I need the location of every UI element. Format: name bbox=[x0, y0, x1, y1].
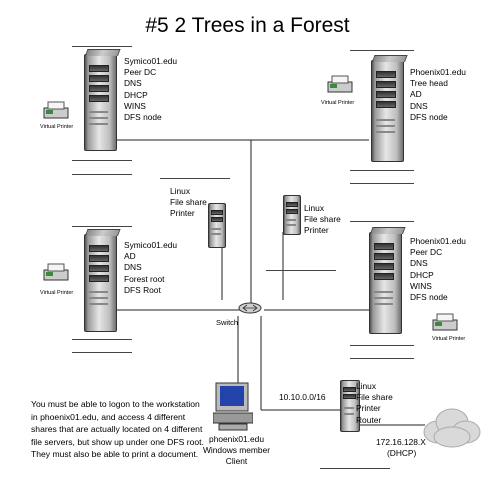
blank-line bbox=[350, 345, 414, 346]
server-linux-router bbox=[340, 380, 360, 432]
server-phoenix-peer-dc bbox=[369, 227, 406, 334]
blank-line bbox=[72, 339, 132, 340]
printer-label: Virtual Printer bbox=[321, 100, 355, 106]
blank-line bbox=[350, 50, 414, 51]
page-title: #5 2 Trees in a Forest bbox=[145, 14, 350, 37]
dhcp-ip-label: 172.16.128.X bbox=[376, 437, 426, 447]
blank-line bbox=[72, 174, 132, 175]
instruction-note: You must be able to logon to the worksta… bbox=[31, 399, 204, 459]
printer-label: Virtual Printer bbox=[432, 336, 466, 342]
cloud-icon bbox=[420, 404, 482, 455]
switch-icon bbox=[238, 301, 262, 314]
dhcp-label: (DHCP) bbox=[387, 448, 417, 458]
blank-line bbox=[72, 226, 132, 227]
blank-line bbox=[266, 270, 336, 271]
blank-line bbox=[72, 352, 132, 353]
printer-icon bbox=[430, 312, 460, 334]
server-linux-left bbox=[208, 203, 226, 248]
subnet-label: 10.10.0.0/16 bbox=[279, 392, 326, 402]
blank-line bbox=[350, 358, 414, 359]
blank-line bbox=[320, 468, 390, 469]
printer-icon bbox=[325, 74, 355, 96]
workstation-icon bbox=[212, 382, 254, 432]
blank-line bbox=[160, 178, 230, 179]
server-symico-peer-dc bbox=[84, 49, 121, 151]
blank-line bbox=[350, 183, 414, 184]
switch-label: Switch bbox=[216, 318, 239, 327]
server-phoenix-tree-head bbox=[371, 55, 408, 162]
server-linux-right bbox=[283, 195, 301, 235]
printer-label: Virtual Printer bbox=[40, 290, 74, 296]
blank-line bbox=[350, 221, 414, 222]
printer-label: Virtual Printer bbox=[40, 124, 74, 130]
blank-line bbox=[72, 46, 132, 47]
server-symico-forest-root bbox=[84, 229, 121, 332]
blank-line bbox=[350, 170, 414, 171]
blank-line bbox=[72, 160, 132, 161]
printer-icon bbox=[41, 100, 71, 122]
printer-icon bbox=[41, 262, 71, 284]
